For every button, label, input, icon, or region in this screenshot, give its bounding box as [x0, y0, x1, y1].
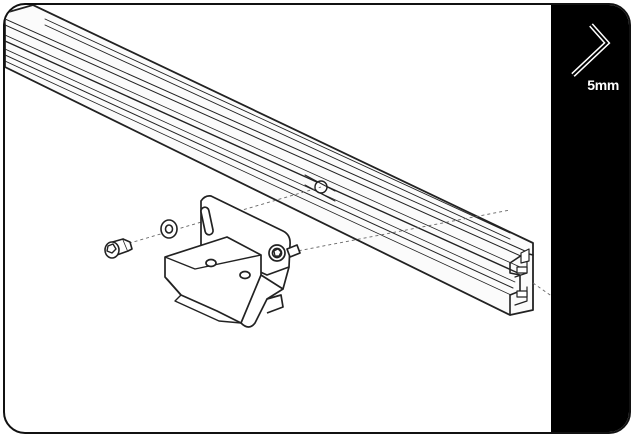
washer-icon [160, 219, 178, 239]
assembly-illustration [5, 5, 554, 328]
tool-size-label: 5mm [587, 77, 619, 93]
instruction-frame: 5mm [3, 3, 631, 434]
hex-key-icon [571, 23, 611, 77]
bracket-icon [164, 195, 301, 328]
tool-panel: 5mm [551, 5, 629, 432]
rail-icon [5, 5, 534, 316]
screw-icon [104, 238, 133, 259]
